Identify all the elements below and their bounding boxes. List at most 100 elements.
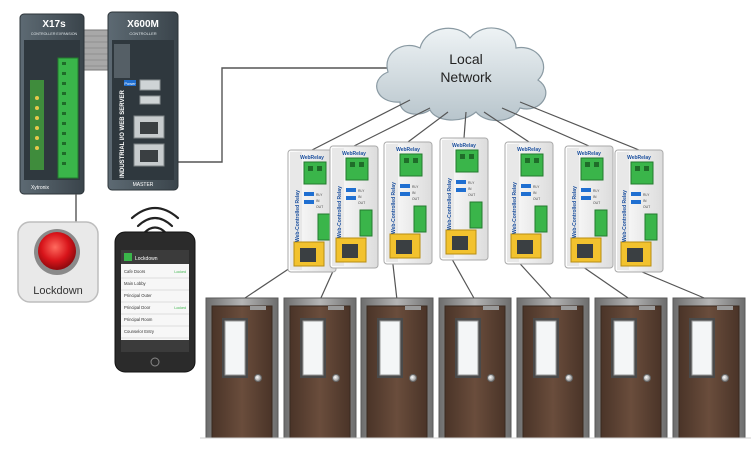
relay-port-label: RLY [468, 181, 475, 185]
relay-port-label: IN [316, 199, 320, 203]
phone-home-icon[interactable] [150, 357, 160, 367]
door-handle-icon [332, 374, 340, 382]
relay-brand: WebRelay [517, 147, 541, 153]
door-handle-icon [487, 374, 495, 382]
door-7 [672, 297, 746, 439]
phone-app-title: Lockdown [135, 256, 158, 262]
relay-port-label: RLY [533, 185, 540, 189]
server-tag: CONTROLLER [129, 31, 156, 36]
relay-port-label: OUT [468, 193, 475, 197]
door-1 [205, 297, 279, 439]
relay-port-label: RLY [358, 189, 365, 193]
phone-row-1[interactable]: Main Lobby [124, 281, 147, 286]
server-to-cloud-cable [178, 67, 400, 163]
relay-port-label: IN [533, 191, 537, 195]
expansion-module: X17s CONTROLLER EXPANSION Xytronix [19, 13, 85, 195]
door-handle-icon [565, 374, 573, 382]
relay-name: Web-Controlled Relay [512, 182, 518, 234]
relay-port-label: IN [412, 191, 416, 195]
relay-brand: WebRelay [577, 151, 601, 157]
wifi-signal-icon [130, 206, 180, 235]
cloud-label-line1: Local [449, 51, 482, 67]
door-handle-icon [254, 374, 262, 382]
door-handle-icon [409, 374, 417, 382]
door-handle-icon [643, 374, 651, 382]
relay-port-label: OUT [533, 197, 540, 201]
phone-row-2[interactable]: Principal Outer [124, 293, 152, 298]
relay-network-cable [463, 111, 467, 139]
relay-network-cable [501, 107, 590, 147]
network-cables [178, 67, 400, 163]
cloud-label-line2: Network [440, 69, 492, 85]
expander-tag: CONTROLLER EXPANSION [31, 32, 78, 36]
relay-port-label: OUT [316, 205, 323, 209]
relay-port-label: OUT [593, 201, 600, 205]
relay-name: Web-Controlled Relay [337, 186, 343, 238]
phone-screen[interactable] [121, 250, 189, 352]
door-4 [438, 297, 512, 439]
relay-port-label: IN [358, 195, 362, 199]
relay-network-cable [353, 107, 431, 147]
relay-brand: WebRelay [627, 155, 651, 161]
server-vertical-label: INDUSTRIAL I/O WEB SERVER [120, 90, 126, 178]
relay-port-label: IN [643, 199, 647, 203]
door-2 [283, 297, 357, 439]
relay-name: Web-Controlled Relay [572, 186, 578, 238]
relay-port-label: RLY [643, 193, 650, 197]
expander-model: X17s [42, 19, 66, 30]
relay-brand: WebRelay [342, 151, 366, 157]
lockdown-button-cap[interactable] [38, 232, 76, 270]
relay-network-cable [519, 101, 640, 151]
relay-network-cables [311, 99, 640, 151]
relay-brand: WebRelay [396, 147, 420, 153]
relay-port-label: IN [593, 195, 597, 199]
web-server-controller: X600M CONTROLLER Power INDUSTRIAL I/O WE… [107, 11, 179, 191]
relay-port-label: RLY [593, 189, 600, 193]
phone-row-3[interactable]: Principal Door [124, 305, 151, 310]
door-5 [516, 297, 590, 439]
relay-door-cable [241, 263, 297, 301]
relay-port-label: OUT [358, 201, 365, 205]
door-3 [360, 297, 434, 439]
phone-status-3: Locked [174, 306, 186, 310]
relay-brand: WebRelay [452, 143, 476, 149]
relay-port-label: IN [468, 187, 472, 191]
lockdown-button[interactable]: Lockdown [17, 194, 99, 303]
relay-network-cable [311, 99, 411, 151]
relay-port-label: OUT [412, 197, 419, 201]
server-power-label: Power [124, 81, 136, 86]
controller-stack: X17s CONTROLLER EXPANSION Xytronix X600M… [19, 11, 179, 195]
local-network-cloud: Local Network [376, 27, 547, 122]
relay-name: Web-Controlled Relay [391, 182, 397, 234]
relay-name: Web-Controlled Relay [295, 190, 301, 242]
door-handle-icon [721, 374, 729, 382]
door-row [205, 297, 746, 439]
server-model: X600M [127, 19, 159, 30]
relay-port-label: OUT [643, 205, 650, 209]
phone-list: Cafe Doors Main Lobby Principal Outer Pr… [121, 269, 189, 339]
phone-row-0[interactable]: Cafe Doors [124, 269, 145, 274]
relay-network-cable [483, 111, 530, 143]
door-6 [594, 297, 668, 439]
phone-row-5[interactable]: Counselor Entry [124, 329, 155, 334]
lockdown-label: Lockdown [33, 285, 83, 297]
relay-port-label: RLY [412, 185, 419, 189]
relay-brand: WebRelay [300, 155, 324, 161]
phone-status-0: Locked [174, 270, 186, 274]
relay-name: Web-Controlled Relay [622, 190, 628, 242]
relay-port-label: RLY [316, 193, 323, 197]
server-brand: MASTER [133, 182, 154, 188]
relay-network-cable [407, 111, 449, 143]
smartphone: Lockdown Cafe Doors Main Lobby Principal… [114, 231, 196, 373]
expander-brand: Xytronix [31, 185, 50, 191]
phone-row-4[interactable]: Principal Room [124, 317, 153, 322]
